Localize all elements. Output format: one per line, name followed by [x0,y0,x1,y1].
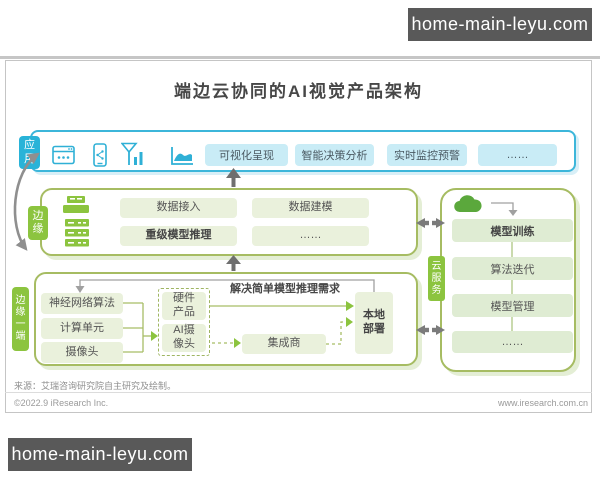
browser-icon [52,145,75,165]
app-box-label: …… [506,149,529,161]
cloud-layer-label: 云服务 [431,260,442,296]
device-box-label: 硬件产品 [173,292,195,318]
edge-box-more: …… [252,226,369,246]
antenna-icon [121,142,145,168]
area-chart-icon [170,145,195,167]
server-rack-icon [64,218,90,248]
app-box-decision-analysis: 智能决策分析 [295,144,374,166]
device-layer-badge: 边缘一端 [12,287,29,351]
application-layer-label: 应用 [24,139,35,165]
cloud-box-label: 算法迭代 [490,263,535,276]
edge-box-data-modeling: 数据建模 [252,198,369,218]
cloud-box-label: 模型训练 [490,225,535,238]
cloud-box-more: …… [452,331,573,353]
app-box-more: …… [478,144,557,166]
device-layer-label: 边缘一端 [15,295,26,342]
app-box-visualization: 可视化呈现 [205,144,288,166]
edge-box-data-access: 数据接入 [120,198,237,218]
device-box-label: AI摄像头 [173,324,195,350]
watermark-top: home-main-leyu.com [408,8,592,41]
cloud-box-algorithm-iteration: 算法迭代 [452,257,573,280]
device-box-label: 计算单元 [60,321,104,334]
edge-layer-label: 边缘 [32,209,44,235]
footer-divider [5,392,592,393]
mobile-icon [93,143,107,167]
website-link[interactable]: www.iresearch.com.cn [497,398,588,408]
cloud-box-model-management: 模型管理 [452,294,573,317]
page-title: 端边云协同的AI视觉产品架构 [174,82,423,101]
edge-layer-badge: 边缘 [28,206,48,240]
edge-box-label: 重级模型推理 [145,229,212,242]
cloud-box-label: 模型管理 [490,300,535,313]
cloud-icon [453,194,483,214]
device-box-label: 本地部署 [363,309,385,335]
cloud-box-model-training: 模型训练 [452,219,573,242]
app-box-label: 实时监控预警 [394,150,460,162]
application-layer-badge: 应用 [19,136,40,169]
top-divider [0,56,600,59]
app-box-label: 可视化呈现 [219,150,274,162]
device-note: 解决简单模型推理需求 [230,283,340,295]
cloud-layer-badge: 云服务 [428,256,445,301]
device-box-label: 神经网络算法 [49,296,115,309]
app-box-monitoring-alert: 实时监控预警 [387,144,467,166]
device-box-label: 集成商 [267,337,301,350]
app-box-label: 智能决策分析 [301,150,368,162]
watermark-text: home-main-leyu.com [411,14,589,34]
watermark-bottom: home-main-leyu.com [8,438,192,471]
cloud-box-label: …… [501,336,524,348]
gateway-server-icon [61,195,91,215]
device-box-local-deployment: 本地部署 [355,292,393,354]
device-box-ai-camera: AI摄像头 [162,324,206,352]
edge-box-label: 数据接入 [156,201,201,214]
source-note: 来源：艾瑞咨询研究院自主研究及绘制。 [14,381,177,391]
edge-box-label: 数据建模 [288,201,333,214]
edge-box-label: …… [299,229,322,242]
watermark-text: home-main-leyu.com [11,444,189,464]
device-box-hardware-product: 硬件产品 [162,292,206,320]
device-box-integrator: 集成商 [242,334,326,354]
device-box-computing-unit: 计算单元 [41,318,123,339]
edge-box-heavy-model-inference: 重级模型推理 [120,226,237,246]
device-box-neural-network-algorithm: 神经网络算法 [41,293,123,314]
device-box-label: 摄像头 [65,345,99,358]
device-box-camera: 摄像头 [41,342,123,363]
copyright-text: ©2022.9 iResearch Inc. [14,398,109,408]
